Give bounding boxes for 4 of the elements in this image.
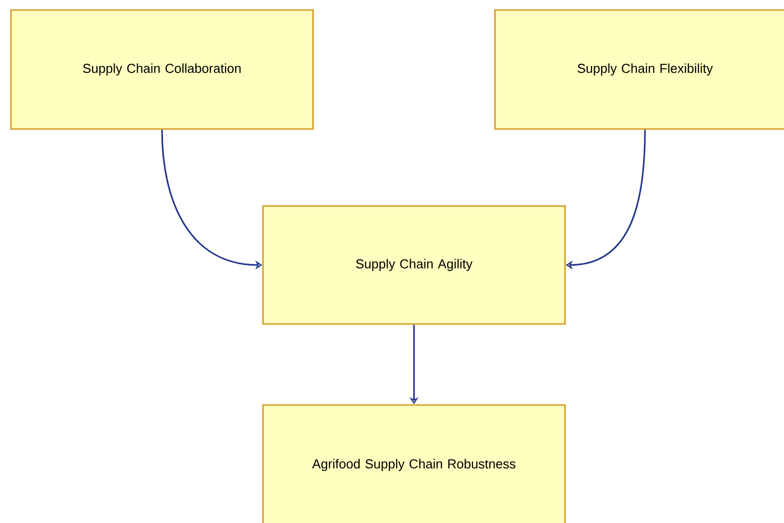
process-box: Supply Chain Collaboration	[10, 9, 314, 130]
process-box: Supply Chain Flexibility	[494, 9, 784, 130]
process-box: Agrifood Supply Chain Robustness	[262, 404, 566, 523]
process-box: Supply Chain Agility	[262, 205, 566, 325]
